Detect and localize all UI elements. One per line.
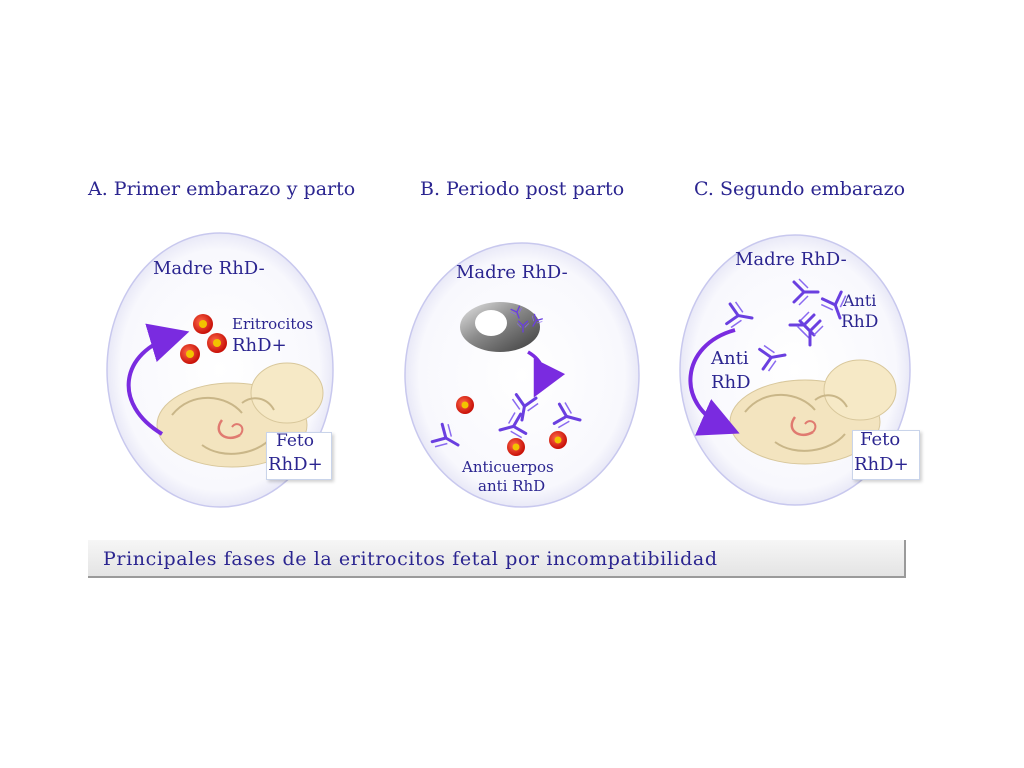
panel-b-antibody-label-line1: Anticuerpos [462,458,554,476]
panel-a-erythrocyte [193,314,213,334]
panel-a-arrow-icon [126,323,190,436]
panel-a-cells-label-line1: Eritrocitos [232,315,314,333]
panel-c-anti-label-top-line1: Anti [843,291,877,310]
panel-c-fetus-label-line1: Feto [860,429,901,450]
panel-c-fetus-label-box [852,430,920,480]
panel-b-erythrocyte [549,431,567,449]
caption-bar [88,540,906,578]
panel-a-fetus-label-box [266,432,332,480]
panel-a-fetus-label-line1: Feto [276,431,314,451]
panel-a-cells-label-line2: RhD+ [232,335,287,356]
panel-b-oval [404,242,640,508]
b-cell-icon [460,302,545,352]
panel-b-erythrocyte [507,438,525,456]
panel-a-mother-label: Madre RhD- [153,258,265,279]
panel-c-anti-label-left-line2: RhD [711,372,751,393]
panel-a-fetus-label-line2: RhD+ [268,454,323,475]
panel-b-mother-label: Madre RhD- [456,262,568,283]
caption-text: Principales fases de la eritrocitos feta… [103,548,718,570]
panel-c-arrow-icon [688,328,740,436]
panel-b-arrow-icon [527,350,566,398]
panel-a-erythrocyte [180,344,200,364]
panel-c-anti-label-top-line2: RhD [841,312,879,332]
panel-b-erythrocyte [456,396,474,414]
panel-c-mother-label: Madre RhD- [735,249,847,270]
panel-c-anti-label-left-line1: Anti [711,348,749,369]
panel-a-title: A. Primer embarazo y parto [88,178,356,200]
panel-b-antibody-label-line2: anti RhD [478,477,546,495]
panel-b-title: B. Periodo post parto [420,178,625,200]
panel-c-title: C. Segundo embarazo [694,178,906,200]
panel-a-erythrocyte [207,333,227,353]
panel-c-fetus-label-line2: RhD+ [854,454,909,475]
